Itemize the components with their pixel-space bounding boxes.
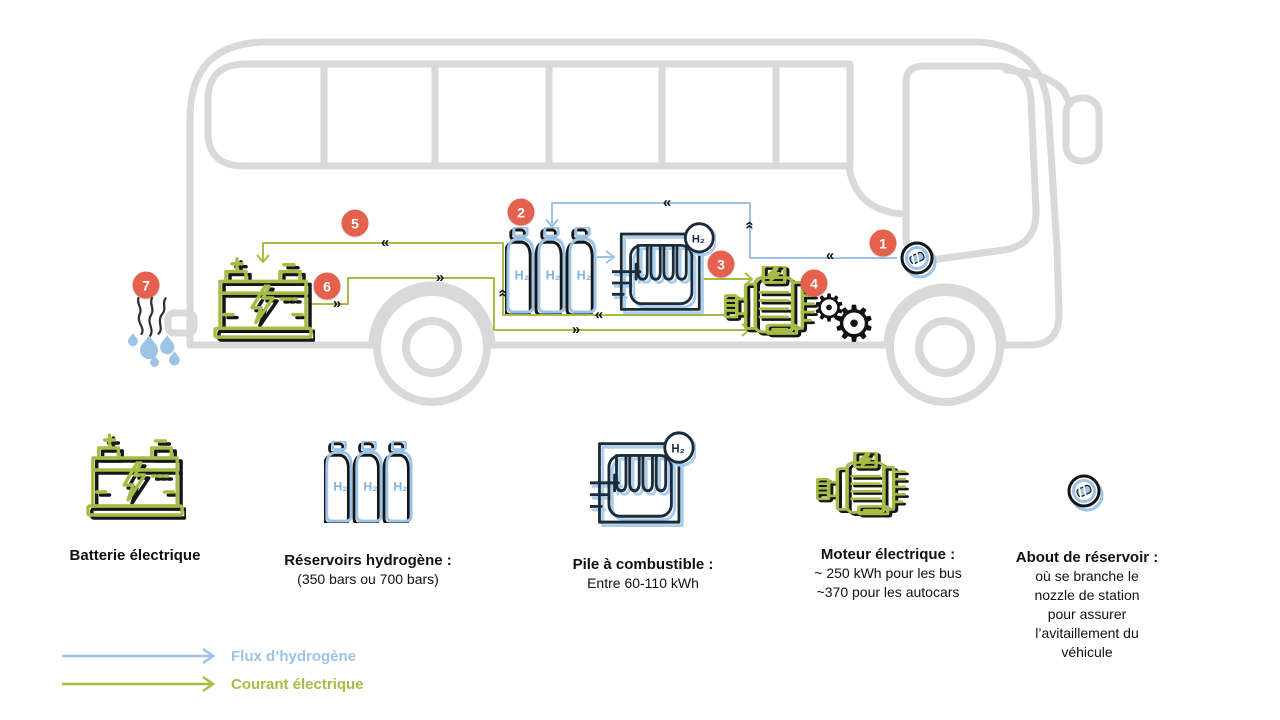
flow-chevron-up-icon: «	[494, 289, 512, 298]
flow-chevron-right-icon: »	[435, 268, 445, 286]
hydrogen-tanks-icon	[324, 441, 414, 523]
caption-title: Pile à combustible :	[572, 556, 714, 573]
caption-line: Entre 60-110 kWh	[587, 575, 699, 591]
fuel-cell-icon	[612, 219, 716, 315]
marker-4: 4	[800, 269, 828, 297]
caption-title: Batterie électrique	[69, 547, 201, 564]
legend-electric-arrow	[62, 675, 216, 693]
gear-icon: ⚙	[811, 288, 847, 330]
caption-tank-port: About de réservoir : où se branche le no…	[1012, 548, 1162, 662]
water-droplets-icon	[128, 333, 180, 367]
marker-6: 6	[313, 272, 341, 300]
caption-title: Réservoirs hydrogène :	[284, 552, 452, 569]
caption-title: Moteur électrique :	[820, 546, 956, 563]
caption-line: véhicule	[1061, 644, 1113, 660]
caption-title: About de réservoir :	[1015, 549, 1159, 566]
steam-icon	[136, 296, 167, 338]
legend-hydrogen-label: Flux d’hydrogène	[231, 648, 357, 665]
flow-chevron-left-icon: «	[594, 305, 604, 323]
marker-1: 1	[869, 229, 897, 257]
flow-chevron-left-icon: «	[380, 233, 390, 251]
caption-line: pour assurer	[1047, 606, 1127, 622]
caption-line: nozzle de station	[1034, 587, 1140, 603]
gear-icon: ⚙	[831, 296, 877, 352]
front-wheel	[886, 288, 1004, 406]
caption-line: ~370 pour les autocars	[816, 584, 960, 600]
caption-line: (350 bars ou 700 bars)	[297, 571, 439, 587]
caption-tanks: Réservoirs hydrogène : (350 bars ou 700 …	[268, 551, 468, 589]
rear-wheel	[373, 288, 491, 406]
caption-motor: Moteur électrique : ~ 250 kWh pour les b…	[788, 545, 988, 602]
marker-3: 3	[707, 250, 735, 278]
flow-chevron-up-icon: «	[741, 221, 759, 230]
marker-5: 5	[341, 209, 369, 237]
fuel-cell-icon	[590, 428, 696, 528]
caption-battery: Batterie électrique	[35, 546, 235, 565]
flow-chevron-left-icon: «	[825, 246, 835, 264]
caption-fuel-cell: Pile à combustible : Entre 60-110 kWh	[543, 555, 743, 593]
caption-line: ~ 250 kWh pour les bus	[814, 565, 962, 581]
legend-electric-label: Courant électrique	[231, 676, 364, 693]
flow-chevron-right-icon: »	[332, 294, 342, 312]
marker-2: 2	[507, 198, 535, 226]
caption-line: l’avitaillement du	[1035, 625, 1139, 641]
hydrogen-tanks-icon	[505, 227, 598, 314]
battery-icon	[211, 254, 315, 342]
marker-7: 7	[132, 271, 160, 299]
tank-port-icon	[1065, 472, 1105, 512]
tank-port-icon	[898, 239, 938, 279]
electric-motor-icon	[816, 452, 913, 520]
caption-line: où se branche le	[1035, 568, 1139, 584]
flow-chevron-left-icon: «	[662, 193, 672, 211]
battery-icon	[84, 430, 186, 520]
legend-hydrogen-arrow	[62, 647, 216, 665]
flow-chevron-right-icon: »	[571, 320, 581, 338]
